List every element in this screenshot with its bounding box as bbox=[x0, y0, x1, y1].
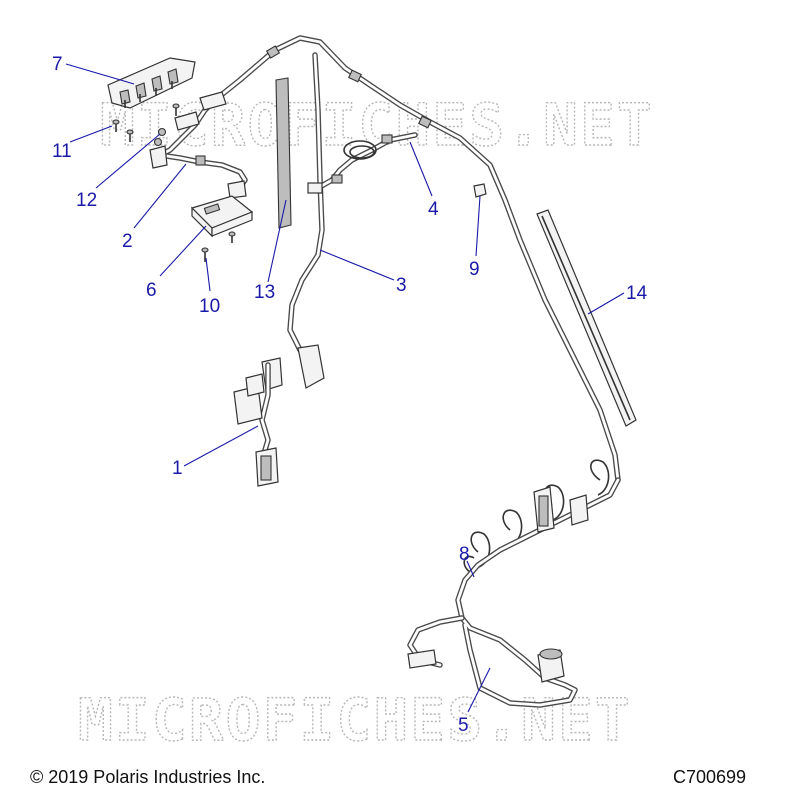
callout-8[interactable]: 8 bbox=[459, 544, 470, 565]
callout-3[interactable]: 3 bbox=[396, 275, 407, 296]
leader-lines bbox=[65, 63, 625, 713]
part-11-screw[interactable] bbox=[112, 103, 180, 142]
leader-8 bbox=[466, 560, 475, 578]
callout-2[interactable]: 2 bbox=[122, 231, 133, 252]
leader-2 bbox=[133, 163, 187, 229]
copyright-text: © 2019 Polaris Industries Inc. bbox=[30, 767, 266, 787]
leader-4 bbox=[409, 141, 433, 197]
callout-10[interactable]: 10 bbox=[199, 296, 220, 317]
leader-11 bbox=[69, 125, 113, 143]
callouts: 7 11 12 2 6 10 13 3 4 9 14 1 8 5 bbox=[52, 54, 648, 736]
callout-5[interactable]: 5 bbox=[458, 715, 469, 736]
leader-9 bbox=[475, 195, 481, 257]
leader-14 bbox=[587, 292, 625, 315]
part-14-seal-strip[interactable] bbox=[536, 209, 637, 427]
part-4-roof-harness[interactable] bbox=[212, 35, 621, 483]
leader-10 bbox=[205, 257, 211, 292]
callout-7[interactable]: 7 bbox=[52, 54, 63, 75]
leader-6 bbox=[159, 225, 207, 277]
part-10-screw[interactable] bbox=[201, 231, 236, 262]
leader-12 bbox=[95, 133, 161, 189]
part-6-module[interactable] bbox=[190, 195, 254, 238]
callout-14[interactable]: 14 bbox=[626, 283, 648, 304]
part-2-harness[interactable] bbox=[149, 91, 248, 199]
part-13-foam-strip[interactable] bbox=[275, 77, 292, 229]
part-5-harness[interactable] bbox=[407, 477, 621, 708]
part-12-nut[interactable] bbox=[153, 127, 167, 147]
leader-13 bbox=[267, 199, 287, 283]
callout-1[interactable]: 1 bbox=[172, 458, 183, 479]
callout-11[interactable]: 11 bbox=[52, 141, 72, 162]
part-7-connector-block[interactable] bbox=[107, 57, 196, 109]
diagram-code: C700699 bbox=[673, 767, 747, 787]
part-9-clip[interactable] bbox=[473, 183, 487, 198]
part-1-harness[interactable] bbox=[233, 362, 279, 487]
callout-4[interactable]: 4 bbox=[428, 199, 439, 220]
watermark-bottom: MICROFICHES.NET bbox=[78, 686, 632, 754]
callout-9[interactable]: 9 bbox=[469, 259, 480, 280]
leader-1 bbox=[183, 425, 259, 467]
leader-7 bbox=[65, 63, 135, 85]
leader-3 bbox=[319, 249, 395, 281]
leader-5 bbox=[467, 667, 491, 713]
callout-6[interactable]: 6 bbox=[146, 280, 157, 301]
callout-13[interactable]: 13 bbox=[254, 282, 275, 303]
callout-12[interactable]: 12 bbox=[76, 190, 97, 211]
